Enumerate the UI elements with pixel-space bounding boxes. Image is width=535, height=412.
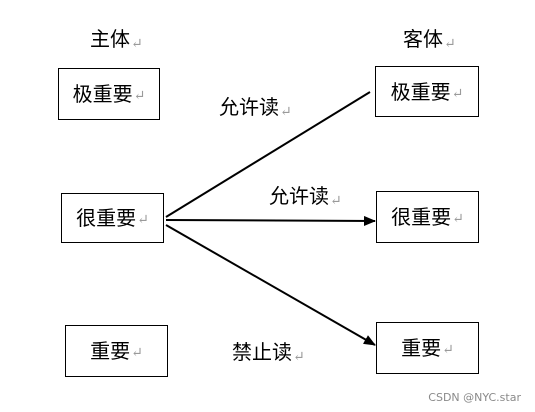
- subject-top-node: 极重要↵: [58, 68, 160, 120]
- subject-top-label: 极重要: [72, 82, 133, 106]
- subject-middle-node: 很重要↵: [61, 193, 164, 243]
- paragraph-mark-icon: ↵: [452, 211, 464, 227]
- paragraph-mark-icon: ↵: [442, 342, 454, 358]
- object-heading: 客体↵: [403, 27, 456, 54]
- object-bottom-node: 重要↵: [376, 322, 479, 374]
- subject-bottom-node: 重要↵: [65, 325, 168, 377]
- object-top-label: 极重要: [390, 79, 451, 104]
- paragraph-mark-icon: ↵: [293, 349, 305, 365]
- subject-bottom-label: 重要: [90, 339, 131, 363]
- paragraph-mark-icon: ↵: [137, 212, 149, 228]
- edge-to-top-line: [165, 91, 371, 218]
- edge-to-middle-arrow: [165, 215, 376, 226]
- subject-heading-text: 主体: [90, 27, 130, 51]
- watermark: CSDN @NYC.star: [428, 391, 521, 404]
- edge-to-bottom-text: 禁止读: [232, 340, 292, 364]
- object-top-node: 极重要↵: [375, 66, 479, 117]
- edge-to-top-label: 允许读↵: [219, 95, 292, 122]
- edge-to-bottom-arrow: [165, 224, 376, 346]
- edge-to-middle-text: 允许读: [269, 184, 329, 208]
- paragraph-mark-icon: ↵: [330, 193, 342, 209]
- paragraph-mark-icon: ↵: [451, 85, 464, 102]
- subject-heading: 主体↵: [90, 27, 143, 54]
- subject-middle-label: 很重要: [76, 206, 137, 230]
- edge-to-middle-label: 允许读↵: [269, 184, 342, 211]
- object-middle-label: 很重要: [391, 205, 452, 229]
- paragraph-mark-icon: ↵: [444, 36, 456, 52]
- paragraph-mark-icon: ↵: [131, 345, 143, 361]
- edge-to-top-text: 允许读: [219, 95, 279, 119]
- paragraph-mark-icon: ↵: [280, 104, 292, 120]
- edge-to-bottom-label: 禁止读↵: [232, 340, 305, 367]
- object-middle-node: 很重要↵: [376, 191, 479, 243]
- object-heading-text: 客体: [403, 27, 443, 51]
- paragraph-mark-icon: ↵: [133, 88, 146, 104]
- paragraph-mark-icon: ↵: [131, 36, 143, 52]
- object-bottom-label: 重要: [401, 336, 442, 360]
